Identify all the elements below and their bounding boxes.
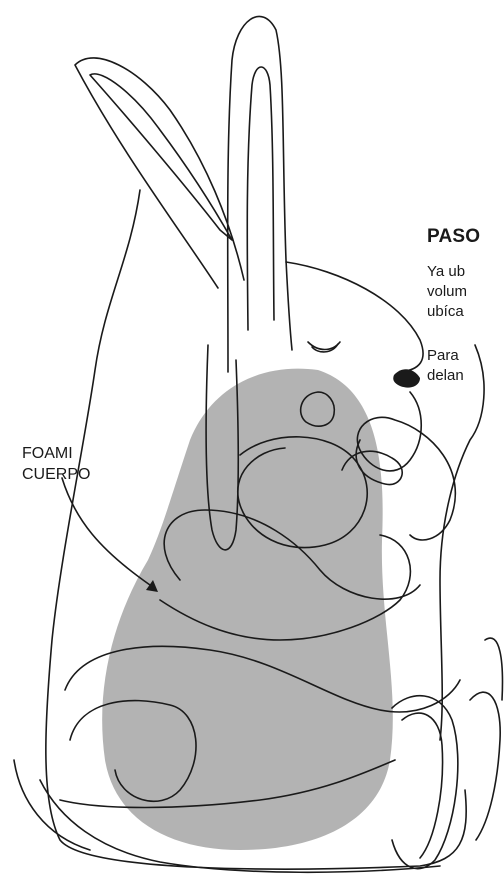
paragraph-line: volum (427, 282, 467, 302)
right-ear-inner (247, 67, 274, 330)
callout-line: FOAMI (22, 443, 90, 464)
step-paragraph-2: Para delan (427, 346, 464, 386)
nose (393, 369, 420, 387)
callout-line: CUERPO (22, 464, 90, 485)
paw-inner-2 (470, 692, 500, 840)
paw-inner-1 (402, 713, 443, 858)
right-ear-outer (228, 16, 292, 372)
paragraph-line: ubíca (427, 302, 467, 322)
paragraph-line: Ya ub (427, 262, 467, 282)
step-title: PASO (427, 226, 480, 248)
paragraph-line: delan (427, 366, 464, 386)
paw-outer (392, 696, 458, 869)
paragraph-line: Para (427, 346, 464, 366)
callout-arrow-line (62, 478, 150, 585)
base-line-1 (14, 760, 90, 850)
back-outline (440, 345, 484, 740)
step-paragraph-1: Ya ub volum ubíca (427, 262, 467, 322)
left-ear-outer (75, 58, 244, 288)
paw-inner-3 (485, 638, 502, 700)
head-outline (286, 262, 423, 372)
foam-callout-label: FOAMI CUERPO (22, 443, 90, 485)
